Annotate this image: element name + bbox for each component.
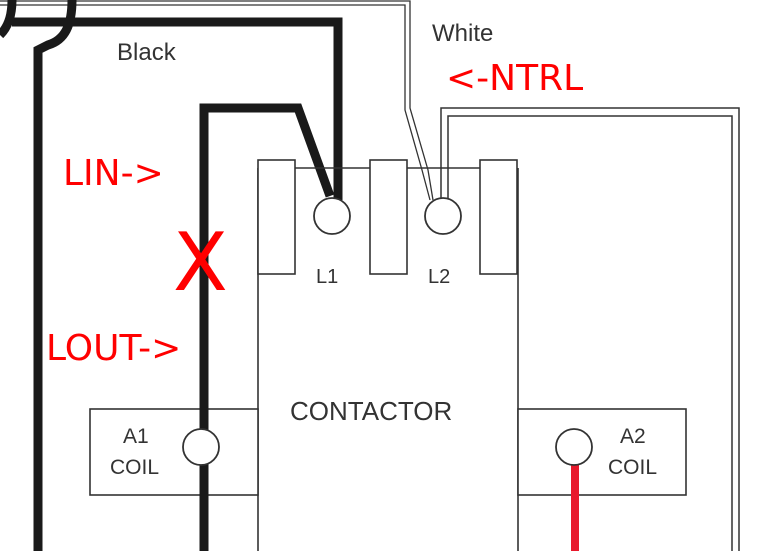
coil-a2-box (517, 408, 687, 496)
black-wire-label: Black (117, 39, 177, 66)
terminal-barrier-3 (479, 159, 518, 275)
white-wire-top (0, 0, 434, 201)
lin-annotation: LIN-> (63, 153, 164, 194)
coil-a2-terminal (555, 428, 593, 466)
terminal-barrier-1 (257, 159, 296, 275)
lout-annotation: LOUT-> (46, 328, 181, 369)
terminal-barrier-2 (369, 159, 408, 275)
white-wire-label: White (432, 20, 493, 47)
contactor-body (257, 159, 519, 551)
x-mark-annotation: X (173, 216, 228, 309)
terminal-l2-screw (424, 197, 462, 235)
coil-a1-terminal (182, 428, 220, 466)
coil-a2-label: A2 (620, 425, 646, 448)
terminal-l1-label: L1 (316, 266, 338, 288)
contactor-label: CONTACTOR (290, 396, 452, 426)
terminal-l2-label: L2 (428, 266, 450, 288)
coil-a1-label: A1 (123, 425, 149, 448)
terminal-l1-screw (313, 197, 351, 235)
coil-a1-box (89, 408, 259, 496)
neutral-wire-right (440, 107, 740, 551)
coil-a1-sublabel: COIL (110, 456, 159, 479)
ntrl-annotation: <-NTRL (446, 58, 583, 99)
coil-a2-sublabel: COIL (608, 456, 657, 479)
